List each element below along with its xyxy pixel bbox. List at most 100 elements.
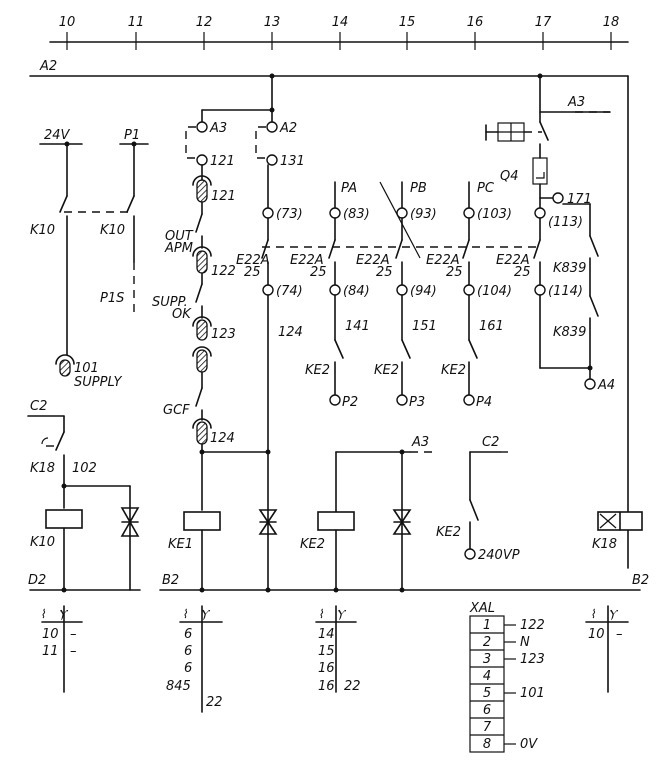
breaker-q4: Q4 bbox=[500, 169, 519, 184]
xal-terminal-wire: 122 bbox=[520, 618, 545, 633]
xref-ke1-no: 845 bbox=[166, 679, 191, 694]
column-number: 15 bbox=[399, 15, 416, 30]
column-number: 14 bbox=[332, 15, 349, 30]
input-pc: PC bbox=[477, 181, 495, 196]
bus-label-a2: A2 bbox=[39, 59, 57, 74]
coil-k18-label: K18 bbox=[592, 537, 617, 552]
xref-ke1-no: 6 bbox=[184, 661, 192, 676]
contact-supp-label: SUPP. bbox=[152, 295, 188, 310]
xal-terminal-number: 4 bbox=[483, 669, 491, 684]
svg-text:⌇: ⌇ bbox=[40, 607, 46, 621]
xal-terminal-number: 6 bbox=[483, 703, 491, 718]
node-83: (83) bbox=[343, 207, 370, 222]
xref-ke1-no: 6 bbox=[184, 644, 192, 659]
connector-122-icon bbox=[196, 250, 208, 274]
bus-label-a3: A3 bbox=[567, 95, 585, 110]
xal-terminal-number: 8 bbox=[483, 737, 491, 752]
contact-k839-a: K839 bbox=[553, 261, 586, 276]
node-84: (84) bbox=[343, 284, 370, 299]
connector-121-icon bbox=[196, 179, 208, 203]
xref-k10-no: 11 bbox=[42, 644, 59, 659]
switch-25-1: 25 bbox=[244, 265, 261, 280]
switch-25-4: 25 bbox=[446, 265, 463, 280]
bus-label-b2: B2 bbox=[162, 573, 179, 588]
bus-label-c2: C2 bbox=[30, 399, 47, 414]
contact-ke2-c: KE2 bbox=[441, 363, 466, 378]
switch-e22a-4: E22A bbox=[426, 253, 460, 268]
svg-text:Ⲩ: Ⲩ bbox=[200, 607, 211, 621]
contact-ke2-a: KE2 bbox=[305, 363, 330, 378]
contact-k10-b: K10 bbox=[100, 223, 125, 238]
wire-151: 151 bbox=[412, 319, 437, 334]
input-pa: PA bbox=[341, 181, 357, 196]
node-113: (113) bbox=[548, 215, 583, 230]
connector-123-icon bbox=[196, 319, 208, 341]
xal-terminal-wire: N bbox=[520, 635, 530, 650]
column-number: 11 bbox=[128, 15, 145, 30]
coil-k10-label: K10 bbox=[30, 535, 55, 550]
column-number: 10 bbox=[59, 15, 76, 30]
output-p4: P4 bbox=[476, 395, 492, 410]
contact-ke2-out: KE2 bbox=[436, 525, 461, 540]
switch-e22a-1: E22A bbox=[236, 253, 270, 268]
supply-p1: P1 bbox=[124, 128, 140, 143]
coil-ke1-label: KE1 bbox=[168, 537, 193, 552]
node-74: (74) bbox=[276, 284, 303, 299]
terminal-131: 131 bbox=[280, 154, 305, 169]
terminal-a3: A3 bbox=[209, 121, 227, 136]
k10-coil-section: C2 K18 102 K10 bbox=[27, 399, 140, 593]
xref-k10-nc: – bbox=[70, 644, 77, 659]
xref-k18-nc: – bbox=[616, 627, 623, 642]
output-p2: P2 bbox=[342, 395, 358, 410]
contact-k10-a: K10 bbox=[30, 223, 55, 238]
bus-label-b2-right: B2 bbox=[632, 573, 649, 588]
supply-section: 24V P1 K10 K10 P1S 101 SUPPLY bbox=[30, 128, 149, 390]
terminal-a2: A2 bbox=[279, 121, 297, 136]
output-240vp: 240VP bbox=[478, 548, 520, 563]
k18-coil-section: K18 bbox=[592, 511, 643, 552]
contact-k839-b: K839 bbox=[553, 325, 586, 340]
wire-102: 102 bbox=[72, 461, 97, 476]
node-73: (73) bbox=[276, 207, 303, 222]
xal-terminal-number: 2 bbox=[483, 635, 491, 650]
contact-gcf-label: GCF bbox=[163, 403, 190, 418]
xref-ke2-no: 16 bbox=[318, 679, 335, 694]
node-94: (94) bbox=[410, 284, 437, 299]
contact-ok-label: OK bbox=[172, 307, 192, 322]
xref-ke2: ⌇Ⲩ 14 15 16 16 22 bbox=[315, 605, 361, 694]
connector-122-label: 122 bbox=[211, 264, 236, 279]
xref-k10: ⌇Ⲩ 10 11 – – bbox=[40, 605, 83, 693]
xref-ke1-nc: 22 bbox=[206, 695, 223, 710]
svg-text:Ⲩ: Ⲩ bbox=[608, 607, 619, 621]
svg-text:Ⲩ: Ⲩ bbox=[336, 607, 347, 621]
wire-161: 161 bbox=[479, 319, 504, 334]
ke2-section: A3 KE2 C2 KE2 240VP bbox=[300, 435, 520, 593]
xref-ke2-no: 16 bbox=[318, 661, 335, 676]
xal-terminal-number: 7 bbox=[483, 720, 492, 735]
switch-25-5: 25 bbox=[514, 265, 531, 280]
switch-25-3: 25 bbox=[376, 265, 393, 280]
bus-label-a3-lower: A3 bbox=[411, 435, 429, 450]
coil-ke2 bbox=[317, 511, 355, 531]
switch-p1s: P1S bbox=[100, 291, 124, 306]
connector-121-label: 121 bbox=[211, 189, 236, 204]
xref-ke1: ⌇Ⲩ 6 6 6 845 22 bbox=[166, 605, 223, 713]
wire-141: 141 bbox=[345, 319, 370, 334]
xref-k10-nc: – bbox=[70, 627, 77, 642]
node-114: (114) bbox=[548, 284, 583, 299]
column-number: 12 bbox=[196, 15, 213, 30]
xal-title: XAL bbox=[469, 601, 495, 616]
xref-ke1-no: 6 bbox=[184, 627, 192, 642]
svg-text:⌇: ⌇ bbox=[590, 607, 596, 621]
column-number: 13 bbox=[264, 15, 281, 30]
column-number: 16 bbox=[467, 15, 484, 30]
contact-ke2-b: KE2 bbox=[374, 363, 399, 378]
xal-terminal-number: 5 bbox=[483, 686, 491, 701]
terminal-a4: A4 bbox=[597, 378, 615, 393]
xref-ke2-no: 14 bbox=[318, 627, 335, 642]
switch-e22a-3: E22A bbox=[356, 253, 390, 268]
contact-apm-label: APM bbox=[164, 241, 193, 256]
terminal-121: 121 bbox=[210, 154, 235, 169]
contact-k18: K18 bbox=[30, 461, 55, 476]
